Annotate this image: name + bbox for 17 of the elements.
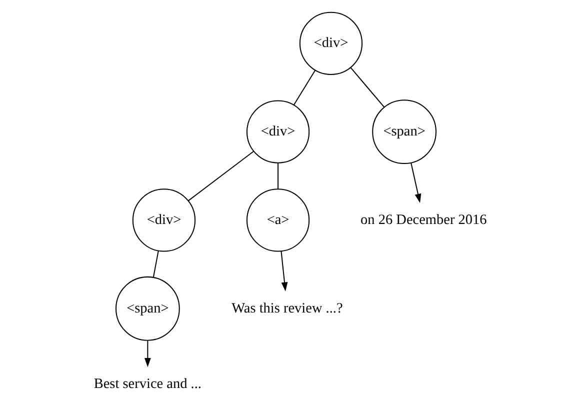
node-circle: <span> — [372, 100, 436, 164]
node-circle: <a> — [246, 188, 310, 252]
connector — [152, 250, 159, 278]
connector — [278, 163, 279, 190]
arrow — [410, 162, 422, 203]
connector — [293, 70, 316, 106]
arrow — [144, 340, 151, 368]
node-circle: <div> — [132, 188, 196, 252]
node-text: Best service and ... — [94, 376, 202, 392]
node-circle: <div> — [246, 100, 310, 164]
node-text: on 26 December 2016 — [360, 212, 487, 228]
node-circle: <div> — [299, 12, 363, 75]
connector — [350, 67, 384, 108]
connector — [188, 150, 254, 202]
arrow — [280, 251, 288, 292]
node-text: Was this review ...? — [232, 300, 343, 316]
node-circle: <span> — [115, 276, 180, 341]
